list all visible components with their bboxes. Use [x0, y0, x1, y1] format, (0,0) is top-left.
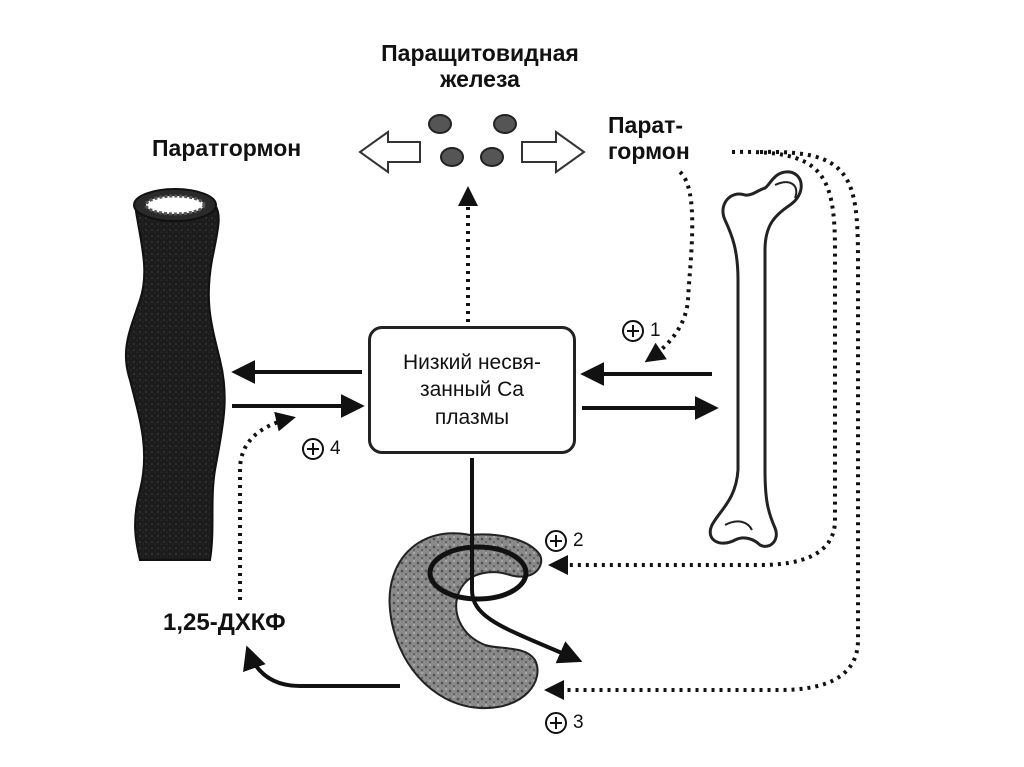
plus-circle-icon [302, 438, 324, 460]
marker-1: 1 [622, 320, 661, 342]
marker-4: 4 [302, 438, 341, 460]
dotted-arrow-dhcf-to-intestine [238, 411, 296, 600]
kidney-icon [388, 532, 543, 710]
hollow-arrow-right [521, 130, 586, 174]
gland-title-line1: Паращитовидная [381, 40, 579, 66]
bone-icon [708, 170, 803, 548]
dotted-arrow-pth-to-bone [644, 170, 695, 363]
arrow-box-to-kidney [470, 458, 583, 664]
arrow-kidney-to-dhcf [243, 645, 400, 688]
gland-title: Паращитовидная железа [340, 40, 620, 93]
pth-right-line2: гормон [608, 138, 690, 165]
gland-title-line2: железа [440, 66, 520, 93]
marker-2: 2 [545, 530, 584, 552]
marker-number: 2 [573, 530, 584, 551]
plus-circle-icon [622, 320, 644, 342]
hollow-arrow-left [358, 130, 421, 174]
pth-right-label: Парат- гормон [608, 112, 690, 165]
low-calcium-text: Низкий несвя- занный Ca плазмы [402, 351, 542, 429]
dotted-arrow-pth-to-kidney-2 [548, 149, 837, 575]
marker-number: 1 [650, 320, 661, 341]
dhcf-label: 1,25-ДХКФ [163, 609, 286, 636]
low-calcium-box: Низкий несвя- занный Ca плазмы [368, 326, 576, 454]
parathyroid-gland-icon [428, 114, 517, 167]
dotted-arrow-pth-to-kidney-3 [544, 149, 860, 700]
marker-number: 3 [573, 712, 584, 733]
marker-number: 4 [330, 438, 341, 459]
pth-left-label: Паратгормон [152, 135, 302, 161]
plus-circle-icon [545, 530, 567, 552]
intestine-icon [124, 188, 226, 561]
marker-3: 3 [545, 712, 584, 734]
pth-right-line1: Парат- [608, 112, 684, 138]
plus-circle-icon [545, 712, 567, 734]
